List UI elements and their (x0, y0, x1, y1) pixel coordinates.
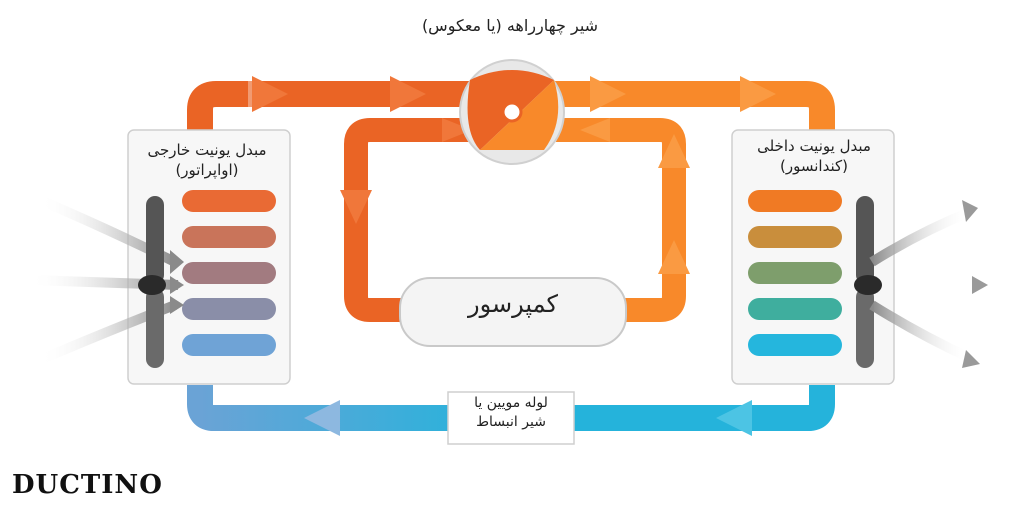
indoor-unit-title: مبدل یونیت داخلی (757, 137, 871, 155)
indoor-unit-label: مبدل یونیت داخلی (کندانسور) (736, 136, 892, 176)
valve-icon (459, 59, 565, 165)
outdoor-unit-title: مبدل یونیت خارجی (147, 141, 267, 159)
compressor-label: کمپرسور (468, 290, 558, 318)
fan-icon (138, 196, 166, 368)
indoor-coil (748, 190, 842, 356)
compressor (399, 277, 627, 347)
indoor-unit-subtitle: (کندانسور) (780, 157, 848, 175)
four-way-valve-label: شیر چهارراهه (یا معکوس) (421, 16, 599, 35)
outdoor-unit-subtitle: (اواپراتور) (175, 161, 239, 179)
outer-loop-pipe (187, 81, 835, 431)
flow-arrow-icon (214, 76, 776, 436)
outdoor-coil (182, 190, 276, 356)
brand-logo: DUCTINO (12, 470, 163, 500)
expansion-valve-label: لوله مویین یا شیر انبساط (448, 394, 574, 432)
airflow-arrow-icon (869, 200, 988, 368)
expansion-line-2: شیر انبساط (476, 414, 546, 430)
outdoor-unit-label: مبدل یونیت خارجی (اواپراتور) (128, 140, 286, 180)
expansion-valve (447, 391, 575, 445)
expansion-line-1: لوله مویین یا (474, 395, 548, 411)
